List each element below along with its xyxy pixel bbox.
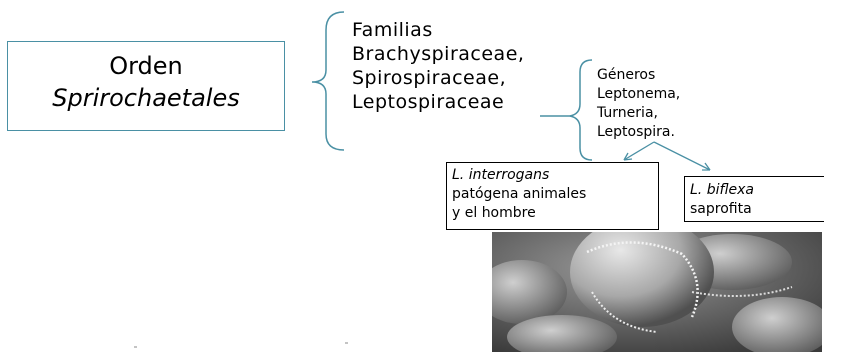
familia-item: Brachyspiraceae,	[352, 43, 525, 65]
orden-box: Orden Sprirochaetales	[7, 41, 285, 131]
leptospira-micrograph-image	[492, 232, 822, 352]
interrogans-species: L. interrogans	[452, 167, 550, 183]
genero-item: Leptonema,	[597, 86, 681, 102]
familia-item: Leptospiraceae	[352, 91, 505, 113]
biflexa-species: L. biflexa	[690, 182, 754, 198]
familias-list: Familias Brachyspiraceae, Spirospiraceae…	[352, 18, 524, 114]
orden-name: Sprirochaetales	[52, 84, 240, 112]
genero-item: Turneria,	[597, 105, 658, 121]
biflexa-desc: saprofita	[690, 201, 752, 217]
generos-heading: Géneros	[597, 67, 656, 83]
genero-item: Leptospira.	[597, 124, 675, 140]
familias-brace	[311, 11, 345, 151]
arrow-to-interrogans-head	[623, 152, 633, 161]
biflexa-box: L. biflexa saprofita	[684, 176, 824, 222]
interrogans-desc-2: y el hombre	[452, 205, 536, 221]
generos-brace	[569, 59, 593, 161]
generos-list: Géneros Leptonema, Turneria, Leptospira.	[597, 66, 680, 142]
orden-label: Orden	[109, 52, 183, 80]
interrogans-box: L. interrogans patógena animales y el ho…	[446, 162, 659, 230]
interrogans-desc-1: patógena animales	[452, 186, 587, 202]
familia-item: Spirospiraceae,	[352, 67, 507, 89]
arrow-to-biflexa	[653, 141, 711, 171]
arrow-to-biflexa-head	[702, 162, 711, 171]
familias-heading: Familias	[352, 19, 433, 41]
arrow-to-interrogans	[623, 141, 655, 161]
